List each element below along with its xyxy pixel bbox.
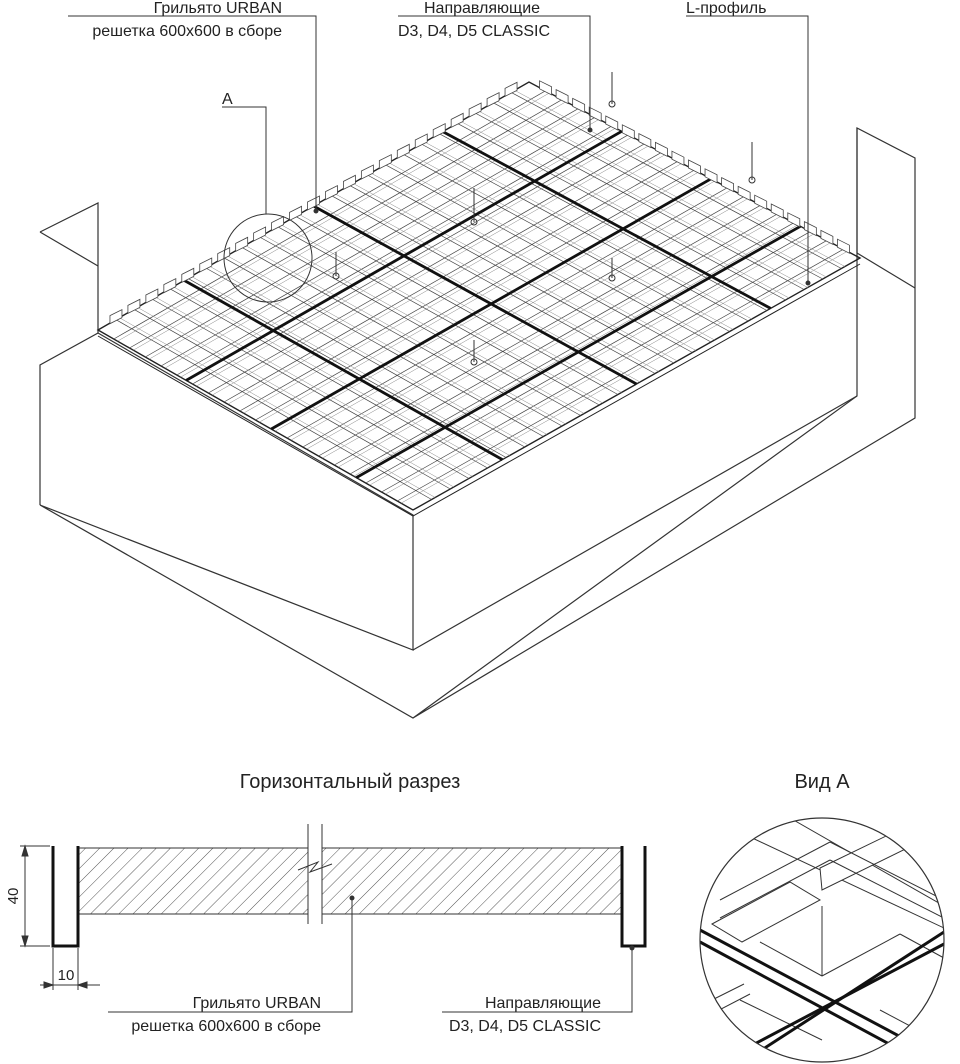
callout-grilyato-line2: решетка 600х600 в сборе <box>92 23 282 40</box>
callout-guides-line1: Направляющие <box>424 0 540 17</box>
section-callout-grilyato-line2: решетка 600х600 в сборе <box>131 1018 321 1035</box>
section-hatched-grid <box>77 847 623 915</box>
grid-edge-fins <box>109 80 850 325</box>
section-callout-grilyato-line1: Грильято URBAN <box>193 995 321 1012</box>
isometric-view: Грильято URBAN решетка 600х600 в сборе Н… <box>39 0 916 719</box>
callout-detail-a: А <box>222 91 233 108</box>
dim-width-label: 10 <box>58 967 75 984</box>
room-walls <box>39 127 916 719</box>
suspension-hangers <box>332 72 756 366</box>
dim-height-label: 40 <box>5 888 22 905</box>
horizontal-section: Горизонтальный разрез 40 <box>5 771 647 1035</box>
detail-title: Вид А <box>794 771 850 793</box>
section-title: Горизонтальный разрез <box>240 771 461 793</box>
detail-a-marker <box>223 213 313 303</box>
section-break-lines <box>297 824 333 924</box>
callout-guides-line2: D3, D4, D5 CLASSIC <box>398 23 550 40</box>
section-callout-guides-line1: Направляющие <box>485 995 601 1012</box>
leader-lines <box>68 15 811 286</box>
section-leaders <box>108 895 635 1013</box>
dim-width <box>40 948 100 990</box>
dim-height <box>20 844 50 948</box>
callout-lprofile: L-профиль <box>686 0 766 17</box>
detail-view-a: Вид А <box>699 771 945 1063</box>
section-break-gap <box>308 824 322 924</box>
detail-circle <box>699 817 945 1063</box>
section-right-guide <box>620 846 647 948</box>
section-callout-guides-line2: D3, D4, D5 CLASSIC <box>449 1018 601 1035</box>
section-left-guide <box>51 846 80 948</box>
callout-grilyato-line1: Грильято URBAN <box>154 0 282 17</box>
guide-rails <box>183 130 802 479</box>
detail-contents <box>700 818 944 1062</box>
